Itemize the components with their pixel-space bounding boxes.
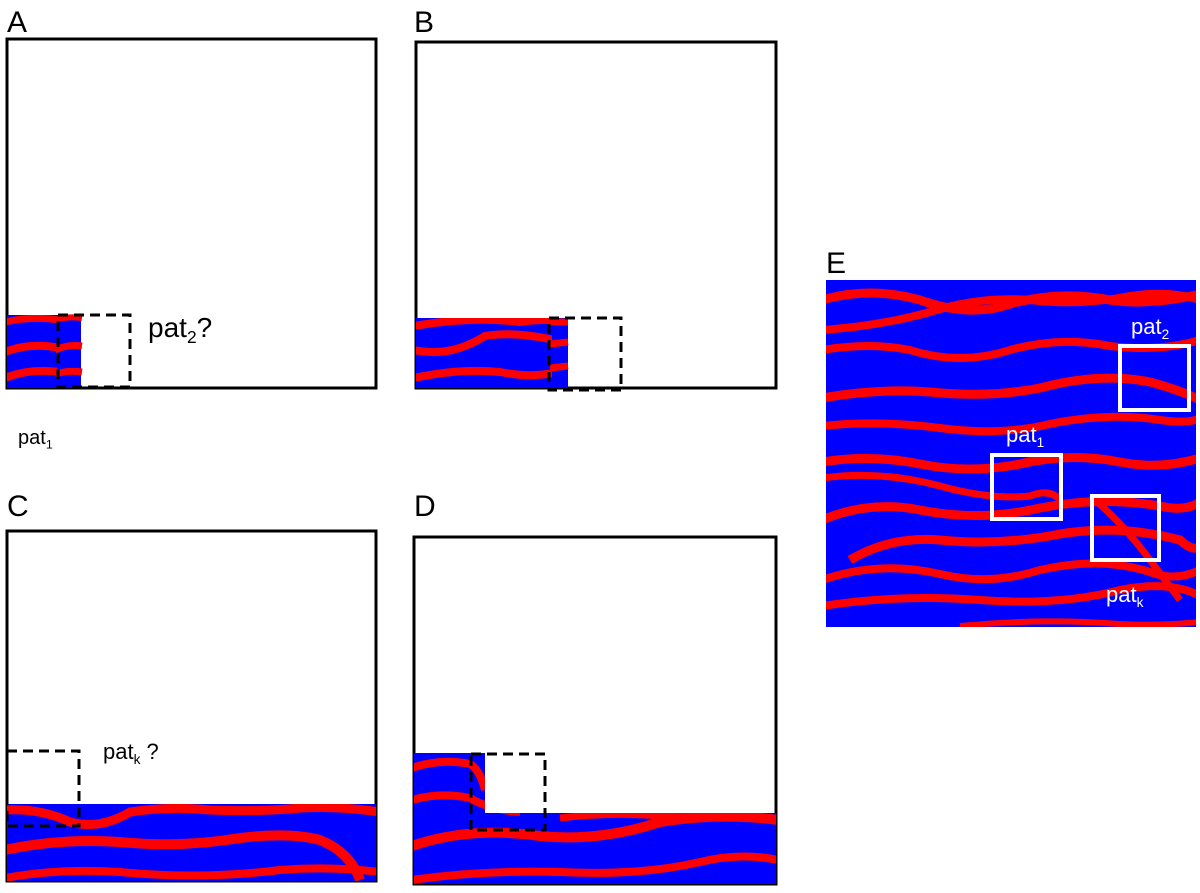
panel-b-frame bbox=[414, 40, 778, 390]
panel-e-diagram bbox=[826, 280, 1196, 627]
panel-a-patch-label: pat1 bbox=[18, 427, 53, 452]
panel-d-diagram bbox=[412, 535, 778, 886]
panel-b-diagram bbox=[414, 40, 778, 392]
panel-e-patch-1-label: pat1 bbox=[1006, 422, 1045, 450]
panel-e-patch-k-box bbox=[1090, 494, 1161, 562]
panel-a-letter: A bbox=[7, 6, 28, 39]
panel-e-patch-1-box bbox=[990, 453, 1063, 521]
panel-b-simulated-strip bbox=[416, 318, 552, 388]
panel-a-candidate-box bbox=[56, 313, 132, 389]
panel-e-letter: E bbox=[826, 247, 847, 280]
panel-c-letter: C bbox=[7, 490, 29, 523]
panel-c-query-label: patk ? bbox=[103, 739, 159, 767]
panel-c-diagram bbox=[5, 529, 378, 883]
panel-e-patch-2-label: pat2 bbox=[1131, 314, 1170, 342]
panel-a-query-label: pat2? bbox=[148, 312, 213, 348]
panel-c-candidate-box bbox=[5, 749, 81, 828]
panel-e-patch-2-box bbox=[1118, 344, 1191, 412]
panel-b-candidate-box bbox=[547, 316, 623, 392]
panel-b-letter: B bbox=[414, 6, 435, 39]
panel-d-simulated-region bbox=[414, 753, 776, 884]
panel-a-overlap-region bbox=[57, 315, 81, 388]
panel-a-simulated-patch bbox=[7, 315, 57, 388]
panel-c-simulated-strip bbox=[7, 804, 376, 881]
panel-d-letter: D bbox=[414, 490, 436, 523]
panel-e-patch-k-label: patk bbox=[1106, 582, 1144, 610]
panel-a-diagram bbox=[5, 37, 378, 390]
panel-a-frame bbox=[5, 37, 378, 390]
panel-d-candidate-box bbox=[469, 752, 547, 832]
